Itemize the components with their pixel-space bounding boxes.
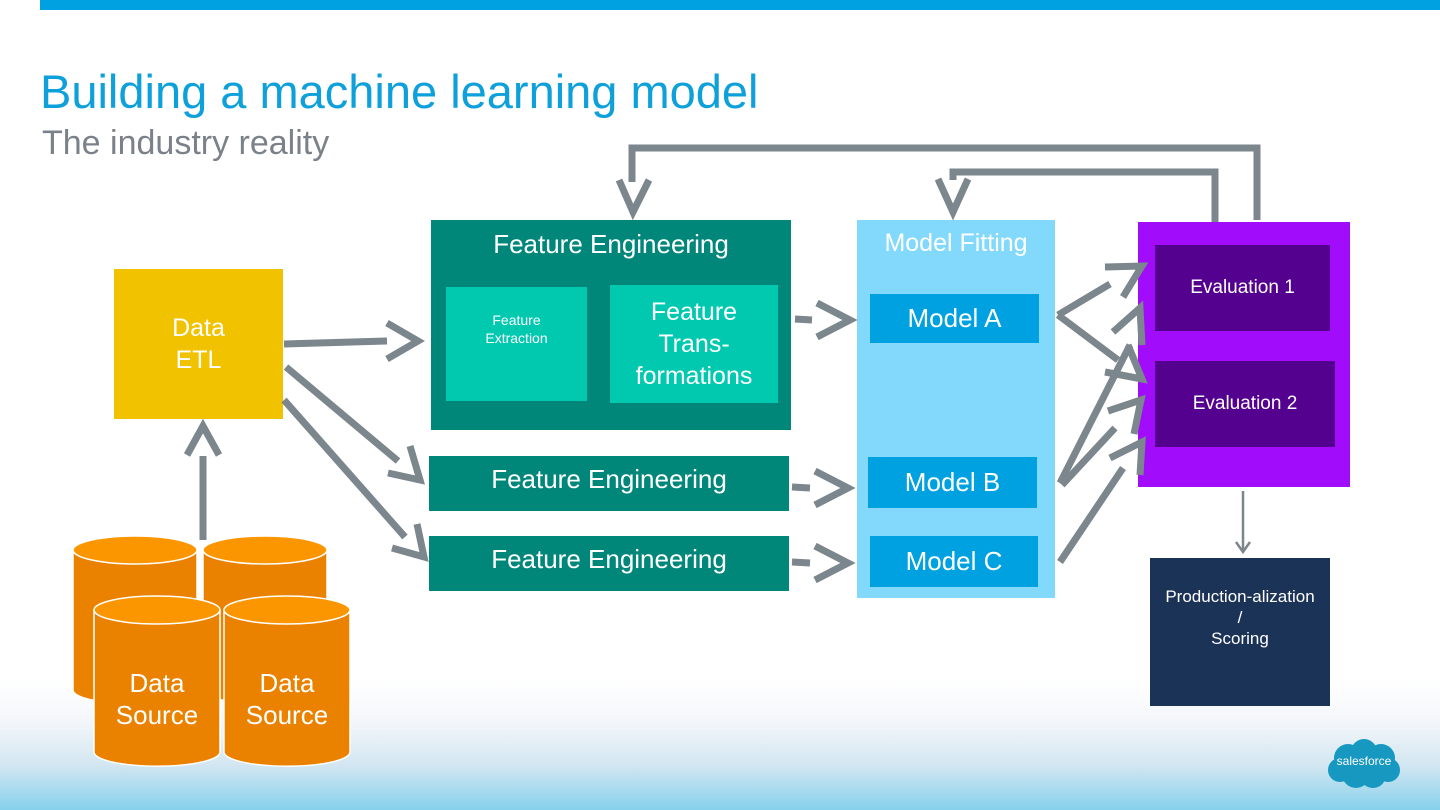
feature-engineering-2: Feature Engineering (429, 456, 789, 511)
arrow-eval-to-fe-main-feedback (615, 144, 1261, 221)
arrow-sources-to-etl (183, 418, 223, 540)
model-c-box: Model C (870, 536, 1038, 587)
arrow-fe-3-to-model-c (791, 542, 856, 584)
arrow-etl-to-fe-2 (283, 364, 426, 485)
productionalization-scoring-box: Production-alization / Scoring (1150, 558, 1330, 706)
data-source-label: Data Source (115, 668, 199, 730)
model-fitting-panel: Model Fitting Model A Model B Model C (857, 220, 1055, 598)
page-subtitle: The industry reality (42, 124, 330, 162)
arrow-model-a-to-eval-1 (1056, 262, 1149, 319)
arrow-etl-to-fe-main (283, 319, 425, 363)
evaluation-1-box: Evaluation 1 (1155, 245, 1330, 331)
salesforce-logo-icon (1328, 739, 1400, 788)
data-source-label: Data Source (245, 668, 329, 730)
arrow-eval-to-production (1234, 491, 1252, 555)
arrow-fe-main-to-model-a (794, 299, 858, 341)
data-source-cylinder (223, 595, 351, 767)
data-source-stack (72, 535, 351, 767)
arrow-model-b-to-eval-2 (1059, 394, 1146, 488)
evaluation-2-box: Evaluation 2 (1155, 361, 1335, 447)
feature-engineering-main: Feature Engineering Feature Extraction F… (431, 220, 791, 430)
top-accent-bar (40, 0, 1440, 10)
feature-extraction-box: Feature Extraction (446, 287, 587, 401)
arrow-model-b-to-eval-1 (1056, 300, 1146, 485)
arrow-model-a-to-eval-2 (1055, 312, 1148, 384)
arrow-model-c-to-eval-2 (1057, 436, 1146, 564)
data-etl-box: Data ETL (114, 269, 283, 419)
model-b-box: Model B (868, 457, 1037, 508)
evaluation-panel: Evaluation 1 Evaluation 2 (1138, 222, 1350, 487)
model-a-box: Model A (870, 294, 1039, 343)
feature-transformations-box: Feature Trans- formations (610, 285, 778, 403)
salesforce-logo-text: salesforce (1336, 754, 1392, 768)
page-title: Building a machine learning model (40, 65, 759, 118)
arrow-eval-to-model-fitting-feedback (934, 168, 1219, 222)
arrow-fe-2-to-model-b (791, 467, 856, 509)
feature-engineering-3: Feature Engineering (429, 536, 789, 591)
model-fitting-title: Model Fitting (884, 229, 1028, 257)
data-source-cylinder (93, 595, 221, 767)
feature-engineering-title: Feature Engineering (493, 229, 729, 259)
